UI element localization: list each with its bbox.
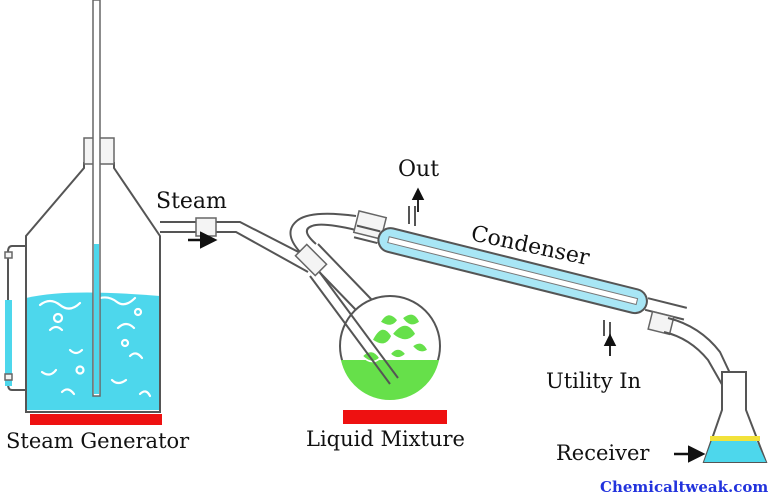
steam-generator (4, 0, 161, 413)
still-head (289, 210, 388, 253)
steam-label: Steam (156, 189, 227, 214)
steam-line (160, 217, 319, 273)
generator-vessel (25, 162, 161, 413)
safety-tube (92, 0, 101, 397)
utility-in-label: Utility In (546, 369, 641, 393)
receiver-flask (702, 371, 768, 463)
mixture-leaves (360, 313, 430, 363)
condenser (353, 224, 688, 321)
receiver-label: Receiver (556, 441, 650, 465)
distilling-flask (294, 243, 441, 401)
receiver-adapter (647, 310, 737, 389)
liquid-mixture-label: Liquid Mixture (306, 427, 465, 451)
flask-mixture (341, 360, 439, 401)
flask-heater (343, 410, 447, 424)
out-label: Out (398, 157, 439, 182)
generator-heater (30, 414, 162, 425)
out-port (408, 206, 416, 226)
generator-bubbles (38, 296, 152, 398)
watermark: Chemicaltweak.com (600, 478, 768, 496)
utility-in-port (603, 320, 611, 336)
steam-generator-label: Steam Generator (6, 429, 190, 453)
